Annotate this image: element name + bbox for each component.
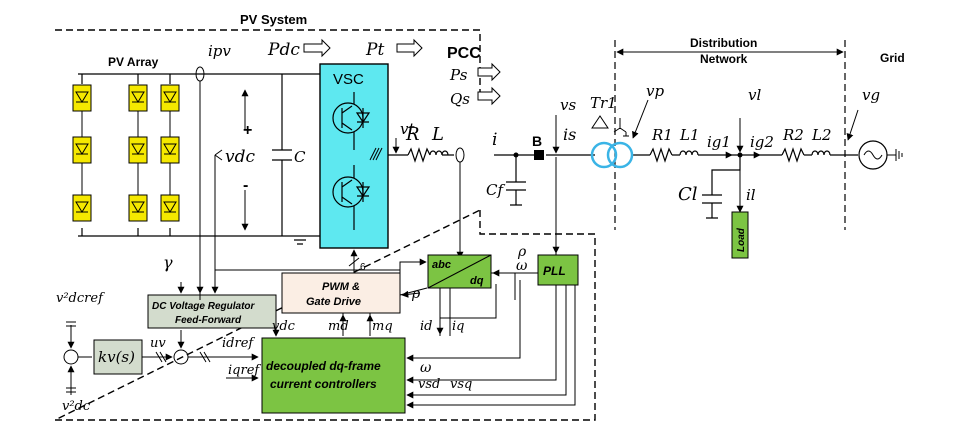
minus-sign: -	[243, 177, 248, 194]
sym-cf: Cf	[486, 181, 505, 199]
sym-r1: R1	[651, 126, 673, 144]
ps-arrow	[477, 62, 501, 82]
sym-vdcref2: v²dcref	[56, 291, 105, 306]
sym-il: il	[746, 186, 756, 204]
transformer-tr1	[590, 115, 634, 169]
sym-pt: Pt	[365, 40, 384, 60]
current-ctrl-line2: current controllers	[270, 377, 377, 391]
sym-vp: vp	[646, 82, 664, 100]
sym-vs: vs	[560, 96, 576, 114]
sym-ipv: ipv	[208, 42, 231, 60]
plus-sign: +	[243, 122, 252, 139]
sym-vdc: vdc	[225, 147, 255, 167]
sym-vsq: vsq	[450, 377, 472, 392]
sym-cl: Cl	[678, 184, 698, 205]
sym-mq: mq	[372, 319, 393, 334]
pt-arrow	[396, 38, 423, 58]
vsc-igbt-bottom	[332, 165, 371, 230]
sym-omega1: ω	[516, 258, 528, 274]
qs-arrow	[477, 86, 501, 106]
distribution-network-boundary	[614, 40, 846, 230]
pv-array-label: PV Array	[108, 55, 159, 69]
sym-iqref: iqref	[228, 363, 261, 378]
dc-regulator-block	[147, 294, 277, 329]
sym-vdc2: v²dc	[62, 399, 91, 414]
grid-ground	[887, 149, 903, 161]
pv-panel-col2	[128, 84, 148, 222]
current-ctrl-line1: decoupled dq-frame	[266, 359, 381, 373]
pcc-label: PCC	[447, 45, 481, 62]
load-block	[731, 211, 749, 259]
sym-idref: idref	[222, 336, 255, 351]
distribution-label-2: Network	[700, 52, 748, 66]
sym-qs: Qs	[450, 90, 470, 108]
sym-vl: vl	[748, 86, 761, 104]
sym-l1: L1	[679, 126, 700, 144]
inductor-l1	[672, 150, 716, 156]
pv-system-label: PV System	[240, 12, 307, 27]
gate-count: 6	[360, 262, 366, 273]
sym-rho2: ρ	[517, 244, 527, 260]
pwm-line1: PWM &	[322, 281, 360, 293]
sym-l2: L2	[811, 126, 832, 144]
dc-regulator-line1: DC Voltage Regulator	[152, 301, 256, 312]
pll-label: PLL	[543, 264, 566, 278]
dc-regulator-line2: Feed-Forward	[175, 315, 242, 326]
grid-label: Grid	[880, 51, 905, 65]
sym-md: md	[328, 319, 349, 334]
pwm-line2: Gate Drive	[306, 296, 361, 308]
sym-r2: R2	[782, 126, 804, 144]
i-sensor	[455, 147, 465, 163]
bus-b-marker	[534, 150, 544, 160]
resistor-r2	[781, 147, 812, 163]
sym-vt: vt	[400, 120, 415, 138]
pv-panel-col3	[160, 84, 180, 222]
pdc-arrow	[303, 38, 331, 58]
sym-omega2: ω	[420, 360, 432, 376]
kv-label: kv(s)	[98, 348, 135, 366]
sym-is: is	[563, 125, 576, 144]
sym-iq: iq	[452, 319, 464, 334]
pwm-block	[281, 272, 401, 314]
pll-block	[537, 254, 579, 286]
capacitor-cl	[702, 155, 741, 219]
resistor-R	[407, 147, 431, 163]
distribution-label-1: Distribution	[690, 36, 757, 50]
sym-ig1: ig1	[707, 133, 731, 151]
resistor-r1	[649, 147, 673, 163]
load-label: Load	[736, 227, 747, 252]
sym-vdc-in: vdc	[272, 319, 296, 334]
pv-panel-col1	[72, 84, 92, 222]
dq-label: dq	[470, 275, 484, 287]
capacitor-cf	[506, 155, 526, 206]
sym-ig2: ig2	[750, 133, 774, 151]
vsc-label: VSC	[333, 71, 364, 88]
sym-pdc: Pdc	[267, 40, 300, 60]
current-controller-block	[261, 337, 406, 414]
sym-rho1: ρ	[411, 286, 421, 302]
sym-uv: uv	[150, 336, 166, 351]
bus-b-label: B	[532, 133, 542, 149]
sym-gamma: γ	[163, 253, 173, 272]
dc-bus-wiring	[215, 73, 320, 245]
sym-vg: vg	[862, 86, 880, 104]
sym-L: L	[431, 124, 444, 145]
inductor-L	[429, 150, 449, 156]
sym-id: id	[420, 319, 432, 334]
sym-tr1: Tr1	[590, 94, 617, 112]
inductor-l2	[811, 150, 848, 156]
sym-i: i	[492, 130, 497, 150]
sym-C: C	[294, 148, 306, 166]
abc-label: abc	[432, 259, 451, 271]
vsc-igbt-top	[332, 92, 371, 150]
sym-R: R	[405, 124, 420, 145]
sym-ps: Ps	[449, 66, 468, 84]
pv-array-wiring	[78, 73, 215, 237]
sym-vsd: vsd	[418, 377, 440, 392]
